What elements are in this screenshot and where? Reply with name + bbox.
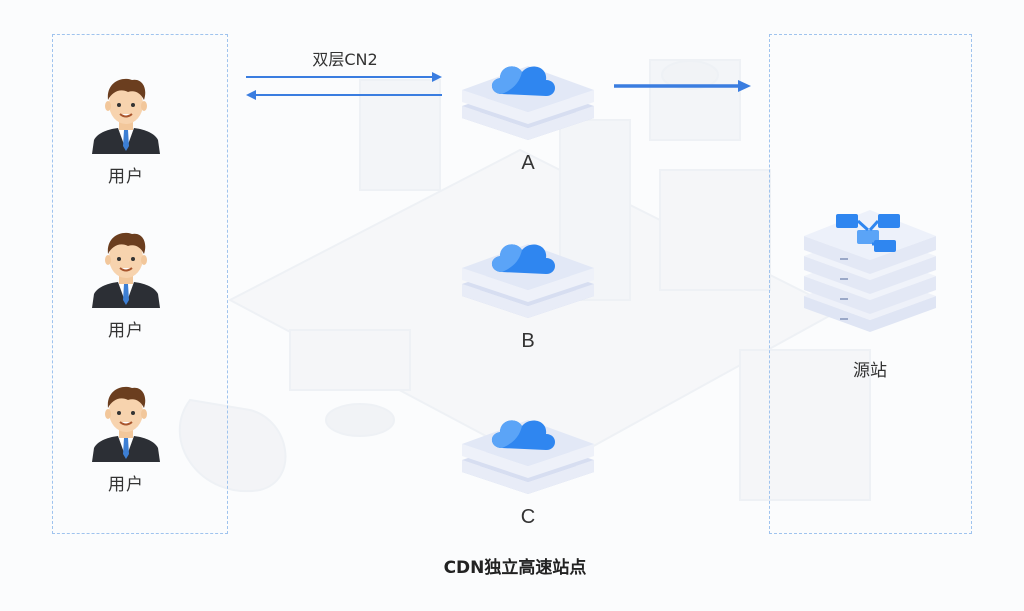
users-panel xyxy=(52,34,228,534)
node-a: A xyxy=(458,44,598,175)
node-b: B xyxy=(458,222,598,353)
origin-label: 源站 xyxy=(853,361,887,381)
diagram-caption: CDN独立高速站点 xyxy=(443,558,587,578)
user-2: 用户 xyxy=(62,228,190,341)
user-3: 用户 xyxy=(62,382,190,495)
node-label: C xyxy=(520,506,536,528)
network-topology-icon xyxy=(836,214,900,252)
node-c: C xyxy=(458,398,598,529)
origin-server-icon xyxy=(804,210,936,332)
cloud-server-icon xyxy=(462,420,594,494)
cloud-server-icon xyxy=(462,66,594,140)
user-label: 用户 xyxy=(108,167,144,187)
businessman-icon xyxy=(92,386,160,462)
link-label: 双层CN2 xyxy=(312,50,378,69)
server-stack xyxy=(804,210,936,332)
businessman-icon xyxy=(92,232,160,308)
user-label: 用户 xyxy=(108,475,144,495)
node-label: A xyxy=(521,152,535,174)
businessman-icon xyxy=(92,78,160,154)
user-1: 用户 xyxy=(62,74,190,187)
user-label: 用户 xyxy=(108,321,144,341)
cloud-server-icon xyxy=(462,244,594,318)
origin-panel xyxy=(769,34,972,534)
node-label: B xyxy=(521,330,535,352)
